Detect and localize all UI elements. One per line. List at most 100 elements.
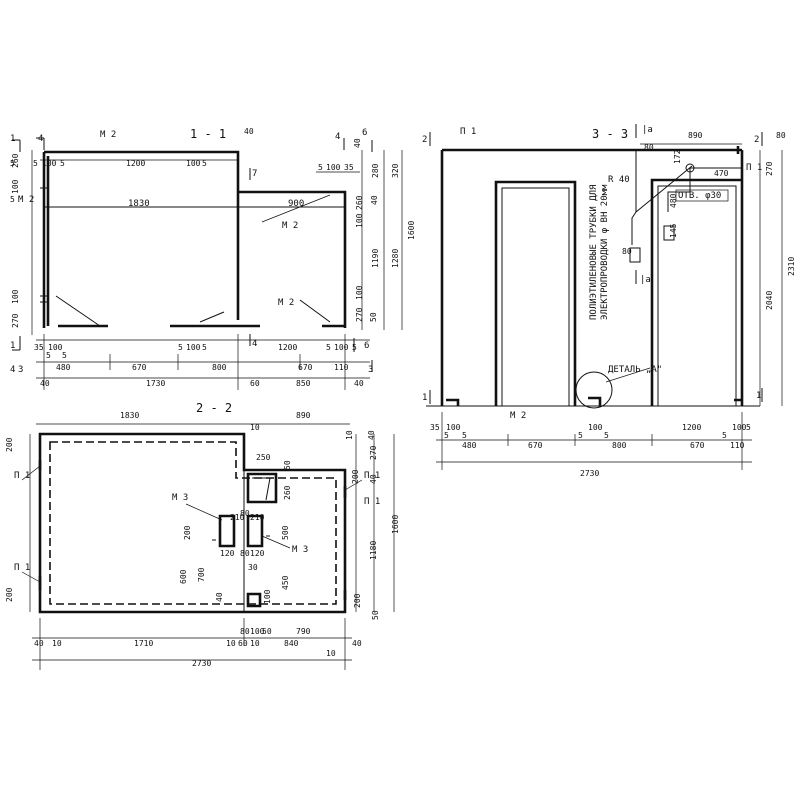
- dim-100-f: 100: [334, 343, 349, 352]
- dim-850: 850: [296, 379, 311, 388]
- dim-260-v: 260: [355, 195, 364, 210]
- dim-5-3-3c: 5: [578, 431, 583, 440]
- dim-1200-3-3: 1200: [682, 423, 701, 432]
- dim-100-c: 100: [326, 163, 341, 172]
- dim-30: 30: [248, 563, 258, 572]
- dim-270-v: 270: [355, 307, 364, 322]
- dim-200-2-2a: 200: [183, 525, 192, 540]
- section-1-1: 1 - 1 М 2 М 2 М 2 М 2 1 4 4 6 7 1 4 3 6 …: [10, 127, 416, 390]
- detail-circle: [575, 371, 613, 409]
- cut-2-left: 2: [422, 135, 427, 145]
- leader-detail: [605, 367, 651, 383]
- door-right-inner: [657, 185, 737, 406]
- dim-5-3-3a: 5: [444, 431, 449, 440]
- dim-320-v: 320: [391, 163, 400, 178]
- mark-m2-left: М 2: [18, 195, 34, 205]
- dim-lines-bottom: [36, 339, 370, 379]
- mark-m2-bottom: М 2: [278, 298, 294, 308]
- dim-1710: 1710: [134, 639, 153, 648]
- tubes-note-line2: ЭЛЕКТРОПРОВОДКИ φ ВН 20мм: [600, 184, 610, 320]
- cut-7: 7: [252, 169, 257, 179]
- dim-670-a: 670: [132, 363, 147, 372]
- hole-label-box: [675, 189, 729, 202]
- dim-840: 840: [284, 639, 299, 648]
- cut-a-top: |а: [642, 125, 653, 135]
- dim-1600-2-2: 1600: [391, 515, 400, 534]
- openings-middle: [218, 514, 264, 548]
- dim-700: 700: [197, 567, 206, 582]
- openings-details: [212, 470, 270, 612]
- wall-top-left: [44, 150, 240, 320]
- switch-box: [663, 225, 675, 241]
- dim-50-v: 50: [369, 312, 378, 322]
- plan-dashed-inner: [49, 441, 337, 605]
- dim-260-left: 260: [11, 153, 20, 168]
- wall-outline-3-3: [440, 148, 744, 406]
- dim-2040: 2040: [765, 291, 774, 310]
- dim-ext-2-2: [39, 618, 346, 670]
- dim-5-h: 5: [202, 343, 207, 352]
- dim-5-3-3d: 5: [604, 431, 609, 440]
- floor-brace: [55, 295, 331, 327]
- dim-100-2-2a: 100: [263, 589, 272, 604]
- dim-ext-bottom: [43, 334, 346, 390]
- mark-m3-right: М 3: [292, 545, 308, 555]
- cut-1-right: 1: [756, 391, 761, 401]
- dim-100-b: 100: [186, 159, 201, 168]
- cut-1-top: 1: [10, 134, 15, 144]
- cut-1-bottom: 1: [10, 341, 15, 351]
- dim-110-a: 110: [334, 363, 349, 372]
- dim-270-left: 270: [11, 313, 20, 328]
- dim-1190-v: 1190: [371, 249, 380, 268]
- dim-5-left2: 5: [10, 195, 15, 204]
- mark-radius: R 40: [608, 175, 630, 185]
- dim-100-3-3a: 100: [446, 423, 461, 432]
- dim-100-left2: 100: [11, 289, 20, 304]
- dim-480: 480: [669, 193, 678, 208]
- hole-circle: [685, 163, 695, 173]
- dim-10-2-2c: 10: [52, 639, 62, 648]
- dim-120-b: 120: [250, 549, 265, 558]
- dim-100-3-3b: 100: [588, 423, 603, 432]
- dim-60: 60: [250, 379, 260, 388]
- dim-670-b: 670: [298, 363, 313, 372]
- dim-5-g: 5: [178, 343, 183, 352]
- dim-100-left: 100: [11, 179, 20, 194]
- dim-800-a: 800: [212, 363, 227, 372]
- dim-800-3-3: 800: [612, 441, 627, 450]
- cut-arrows: [12, 137, 373, 372]
- door-left-inner: [501, 187, 570, 406]
- anchor-marks: [38, 460, 347, 600]
- mark-hole: ОТВ. φ30: [678, 191, 721, 201]
- dim-1830-2-2: 1830: [120, 411, 139, 420]
- dim-890-2-2: 890: [296, 411, 311, 420]
- section-2-2-title: 2 - 2: [196, 401, 232, 415]
- dim-260-2-2: 260: [283, 485, 292, 500]
- leaders-m3: [185, 503, 291, 549]
- dim-1200-top: 1200: [126, 159, 145, 168]
- opening-top-detail: [252, 477, 271, 501]
- opening-bottom: [246, 592, 262, 608]
- dim-40-b: 40: [40, 379, 50, 388]
- dim-lines-3-3-v: [759, 150, 783, 406]
- dim-lines-2-2-bottom: [32, 637, 352, 661]
- dim-60-2-2a: 60: [238, 639, 248, 648]
- dim-1830-inner: 1830: [128, 199, 150, 209]
- dim-1280-v: 1280: [391, 249, 400, 268]
- socket-box: [629, 247, 641, 263]
- dim-50-2-2c: 50: [262, 627, 272, 636]
- dim-5-a: 5: [33, 159, 38, 168]
- dim-500: 500: [281, 525, 290, 540]
- dim-40-v2: 40: [370, 195, 379, 205]
- dim-5-e: 5: [46, 351, 51, 360]
- dim-10-2-2f: 10: [326, 649, 336, 658]
- dim-2310: 2310: [787, 257, 796, 276]
- dim-200-right-b: 200: [353, 593, 362, 608]
- mark-p1-2-2d: П 1: [364, 497, 380, 507]
- mark-p1-2-2b: П 1: [14, 563, 30, 573]
- dim-200-left-a: 200: [5, 437, 14, 452]
- cut-6-bottom: 6: [364, 341, 369, 351]
- dim-145: 145: [669, 223, 678, 238]
- cut-3-right: 3: [368, 365, 373, 375]
- dim-40-2-2b: 40: [367, 430, 376, 440]
